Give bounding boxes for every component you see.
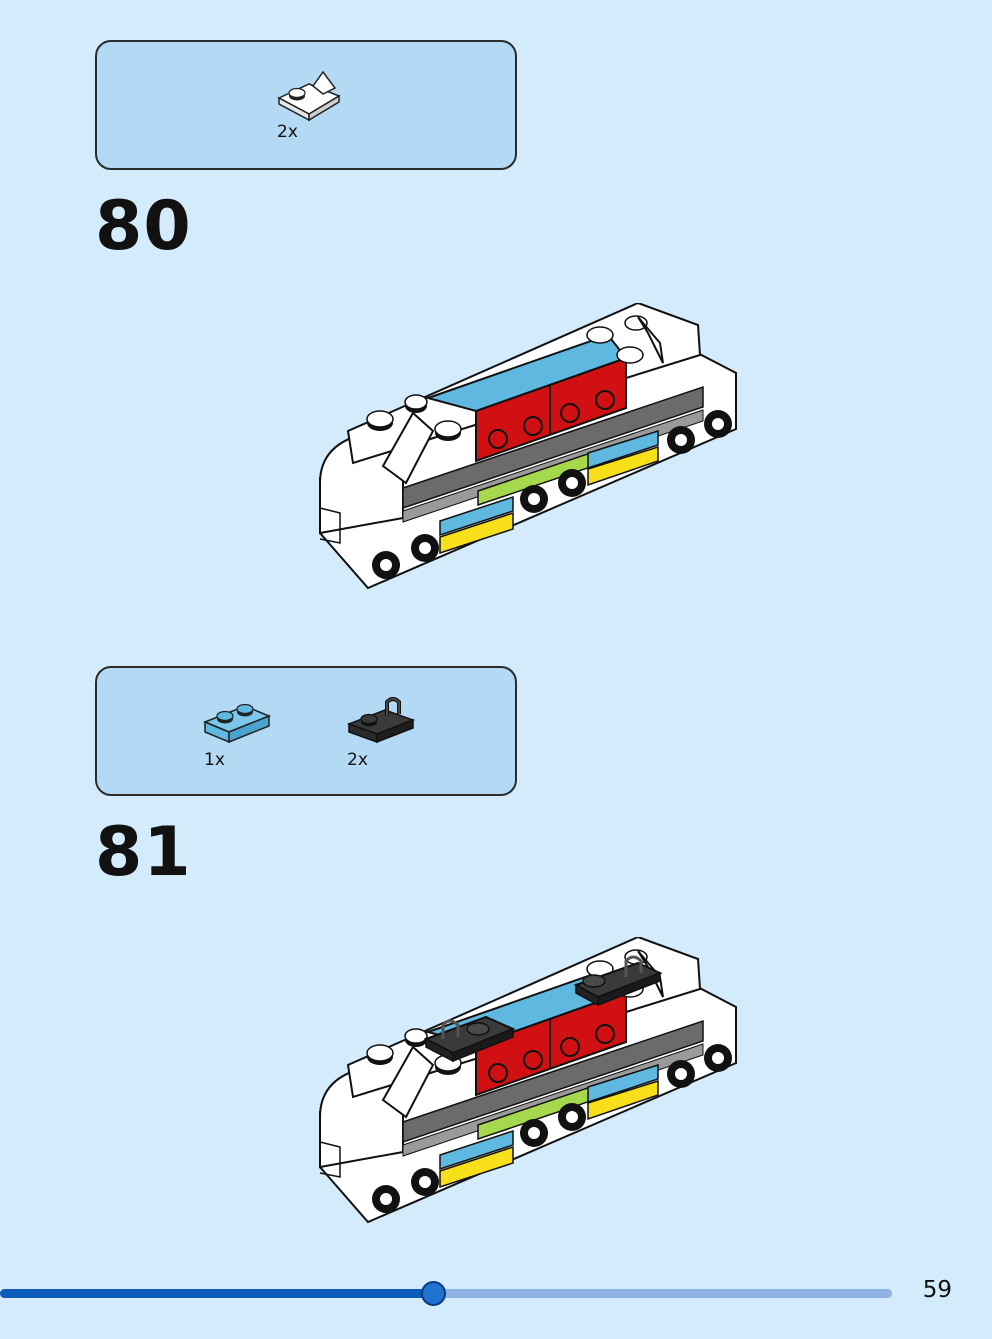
black-clip-plate-rear: [573, 955, 663, 1007]
part-quantity: 1x: [204, 750, 225, 770]
light-blue-plate-1x2-icon: [201, 698, 273, 754]
model-illustration: [308, 936, 740, 1227]
part-quantity: 2x: [277, 122, 298, 142]
model-illustration: [308, 302, 740, 593]
parts-callout: 1x 2x: [95, 666, 517, 796]
parts-callout: 2x: [95, 40, 517, 170]
progress-bar[interactable]: [0, 1281, 892, 1306]
white-plate-with-clip-icon: [275, 68, 345, 128]
black-plate-with-clips-icon: [345, 694, 417, 754]
progress-knob[interactable]: [420, 1281, 446, 1306]
progress-fill: [0, 1289, 433, 1298]
page-number: 59: [922, 1277, 952, 1303]
step-number: 81: [95, 813, 192, 892]
black-clip-plate-front: [423, 1015, 516, 1063]
part-quantity: 2x: [347, 750, 368, 770]
step-number: 80: [95, 187, 192, 266]
